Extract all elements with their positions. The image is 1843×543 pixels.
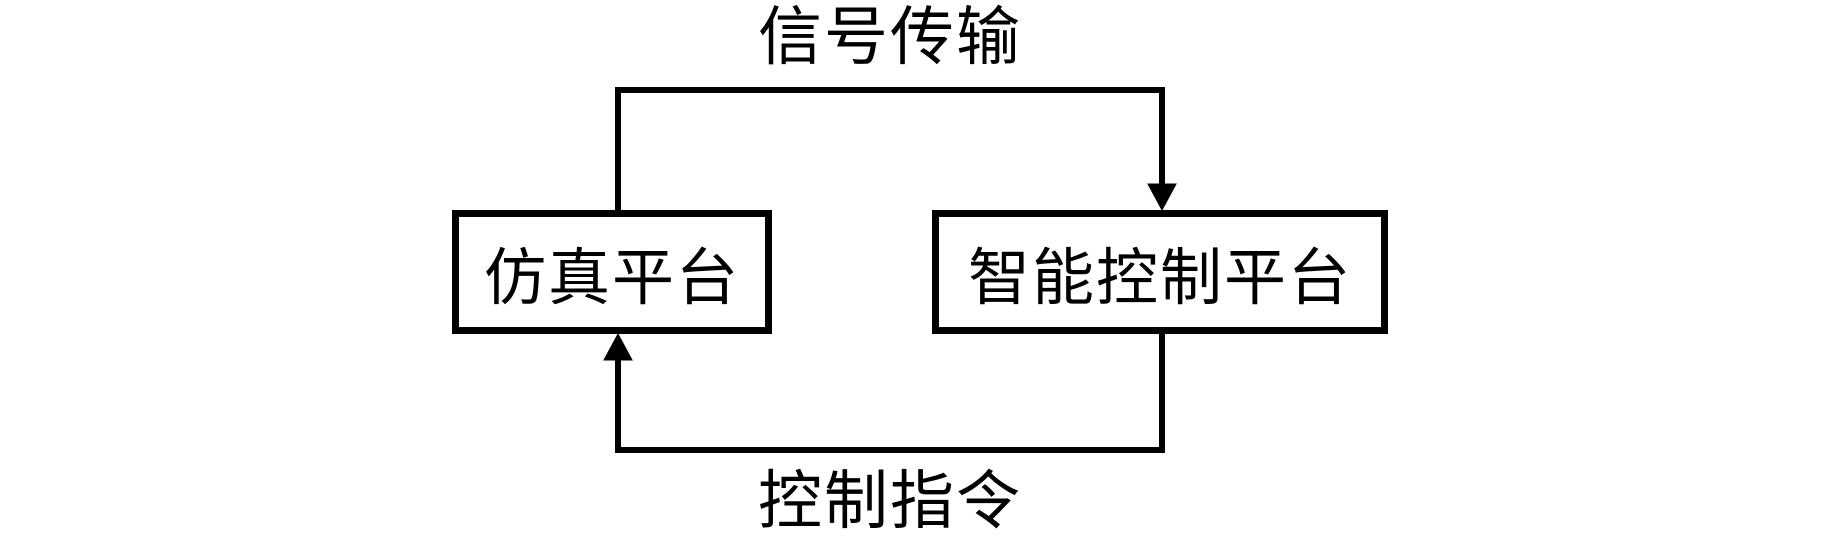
edge-label-control-command: 控制指令 xyxy=(758,465,1022,539)
node-simulation-platform: 仿真平台 xyxy=(452,210,772,334)
node-simulation-platform-label: 仿真平台 xyxy=(483,241,740,314)
edge-label-signal-transmission: 信号传输 xyxy=(758,1,1022,75)
arrowhead-down-icon xyxy=(1147,183,1177,212)
arrowhead-up-icon xyxy=(603,332,633,361)
control-command-arrow xyxy=(603,332,1165,453)
signal-transmission-arrow xyxy=(615,87,1177,212)
node-intelligent-control-platform-label: 智能控制平台 xyxy=(967,241,1352,314)
node-intelligent-control-platform: 智能控制平台 xyxy=(932,210,1388,334)
